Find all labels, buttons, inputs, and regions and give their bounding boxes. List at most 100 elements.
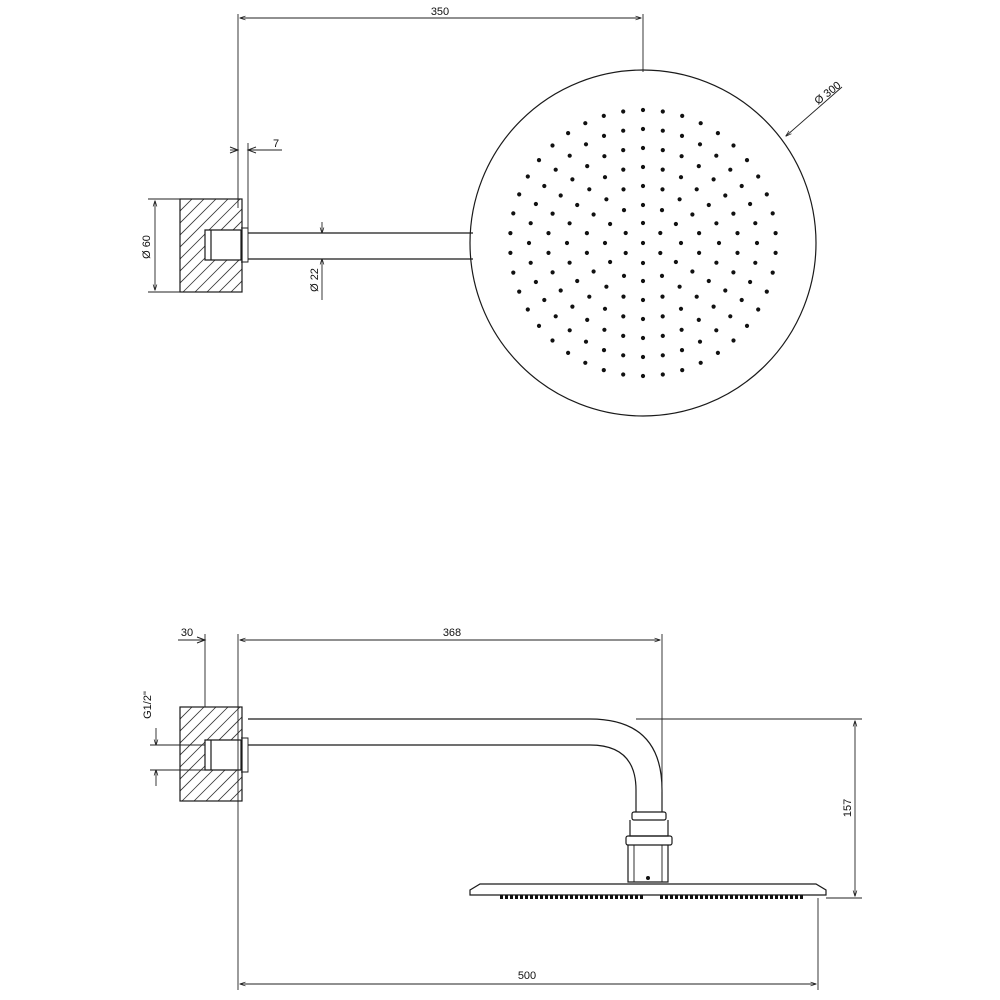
- side-nozzle: [710, 895, 713, 899]
- nozzle-dot: [715, 131, 721, 136]
- dim-350-label: 350: [431, 6, 449, 18]
- nozzle-dot: [659, 273, 665, 278]
- nozzle-dot: [706, 278, 711, 284]
- hatch-line: [180, 199, 229, 248]
- nozzle-dot: [608, 221, 613, 227]
- side-nozzle: [565, 895, 568, 899]
- hatch-line: [206, 256, 242, 292]
- nozzle-dot: [731, 270, 736, 275]
- side-nozzle: [630, 895, 633, 899]
- side-nozzle: [625, 895, 628, 899]
- nozzle-dot: [660, 109, 665, 114]
- nozzle-dot: [658, 230, 663, 236]
- nozzle-dot: [621, 294, 626, 299]
- nozzle-dot: [621, 148, 626, 153]
- nozzle-dot: [621, 372, 626, 377]
- dim-350: 350: [237, 6, 644, 208]
- nozzle-dot: [698, 360, 703, 365]
- side-nozzle: [785, 895, 788, 899]
- nozzle-dot: [770, 211, 775, 216]
- side-nozzle: [750, 895, 753, 899]
- nozzle-dot: [604, 284, 609, 289]
- side-nozzle: [515, 895, 518, 899]
- dim-368: 368: [240, 627, 663, 792]
- nozzle-dot: [711, 177, 716, 182]
- hatch-line: [218, 268, 242, 292]
- nozzle-dot: [659, 208, 665, 213]
- nozzle-dot: [570, 177, 575, 182]
- top-arm: [248, 232, 473, 260]
- nozzle-dot: [550, 270, 555, 275]
- side-nozzle: [725, 895, 728, 899]
- nozzle-dot: [621, 333, 626, 338]
- side-nozzle: [600, 895, 603, 899]
- nozzle-dot: [714, 221, 719, 226]
- nozzle-dot: [731, 211, 736, 216]
- nozzle-dot: [731, 143, 736, 148]
- hatch-line: [290, 707, 384, 801]
- nozzle-dot: [748, 201, 753, 207]
- nozzle-dot: [660, 372, 665, 377]
- nozzle-dot: [715, 350, 721, 355]
- nozzle-dot: [640, 278, 646, 284]
- side-nozzle: [765, 895, 768, 899]
- nozzle-dot: [587, 294, 592, 299]
- side-wall-plate: [179, 706, 384, 802]
- nozzle-dot: [528, 260, 533, 265]
- nozzle-dot: [526, 240, 532, 246]
- nozzle-dot: [694, 294, 699, 299]
- nozzle-dot: [528, 221, 533, 226]
- nozzle-dot: [660, 294, 665, 299]
- hatch-line: [205, 764, 242, 801]
- nozzle-dot: [728, 167, 733, 172]
- nozzle-dot: [764, 192, 769, 197]
- dim-368-label: 368: [443, 627, 461, 639]
- nozzle-dot: [621, 167, 626, 172]
- nozzle-dot: [753, 260, 758, 265]
- nozzle-dot: [756, 174, 761, 179]
- nozzle-dot: [621, 314, 626, 319]
- side-nozzle: [665, 895, 668, 899]
- nozzle-dot: [602, 306, 608, 311]
- side-nozzle: [755, 895, 758, 899]
- nozzle-dot: [640, 297, 646, 303]
- nozzle-dot: [640, 183, 646, 189]
- nozzle-dot: [585, 317, 590, 322]
- nozzle-dot: [567, 153, 572, 158]
- nozzle-dot: [583, 339, 589, 344]
- top-plate-hatching: [180, 199, 242, 292]
- nozzle-dot: [711, 304, 716, 309]
- nozzle-dot: [679, 348, 685, 353]
- nozzle-dot: [697, 339, 703, 344]
- nozzle-dot: [558, 288, 563, 293]
- side-nozzle: [555, 895, 558, 899]
- nozzle-dot: [587, 187, 592, 192]
- dim-7-label: 7: [273, 138, 279, 150]
- nozzle-dot: [511, 270, 516, 275]
- nozzle-dot: [640, 373, 646, 379]
- nozzle-dot: [567, 328, 572, 333]
- nozzle-dot: [602, 240, 608, 246]
- nozzle-dot: [601, 113, 606, 118]
- nozzle-dot: [585, 164, 590, 169]
- side-nozzle: [700, 895, 703, 899]
- nozzle-dot: [640, 260, 646, 266]
- nozzle-dot: [567, 260, 572, 265]
- hatch-line: [180, 707, 193, 720]
- dim-22-label: Ø 22: [309, 268, 321, 292]
- nozzle-dot: [748, 279, 753, 285]
- nozzle-dot: [677, 284, 682, 289]
- hatch-line: [241, 800, 242, 801]
- nozzle-dot: [658, 250, 663, 256]
- side-nozzle: [500, 895, 503, 899]
- side-nozzle: [610, 895, 613, 899]
- nozzle-dot: [694, 187, 699, 192]
- nozzle-dot: [584, 231, 590, 236]
- side-nozzle: [735, 895, 738, 899]
- nozzle-dot: [723, 288, 728, 293]
- side-shower-head: [469, 883, 827, 899]
- side-nozzle: [620, 895, 623, 899]
- nozzle-dot: [621, 128, 626, 133]
- hatch-line: [180, 707, 181, 708]
- side-nozzle: [575, 895, 578, 899]
